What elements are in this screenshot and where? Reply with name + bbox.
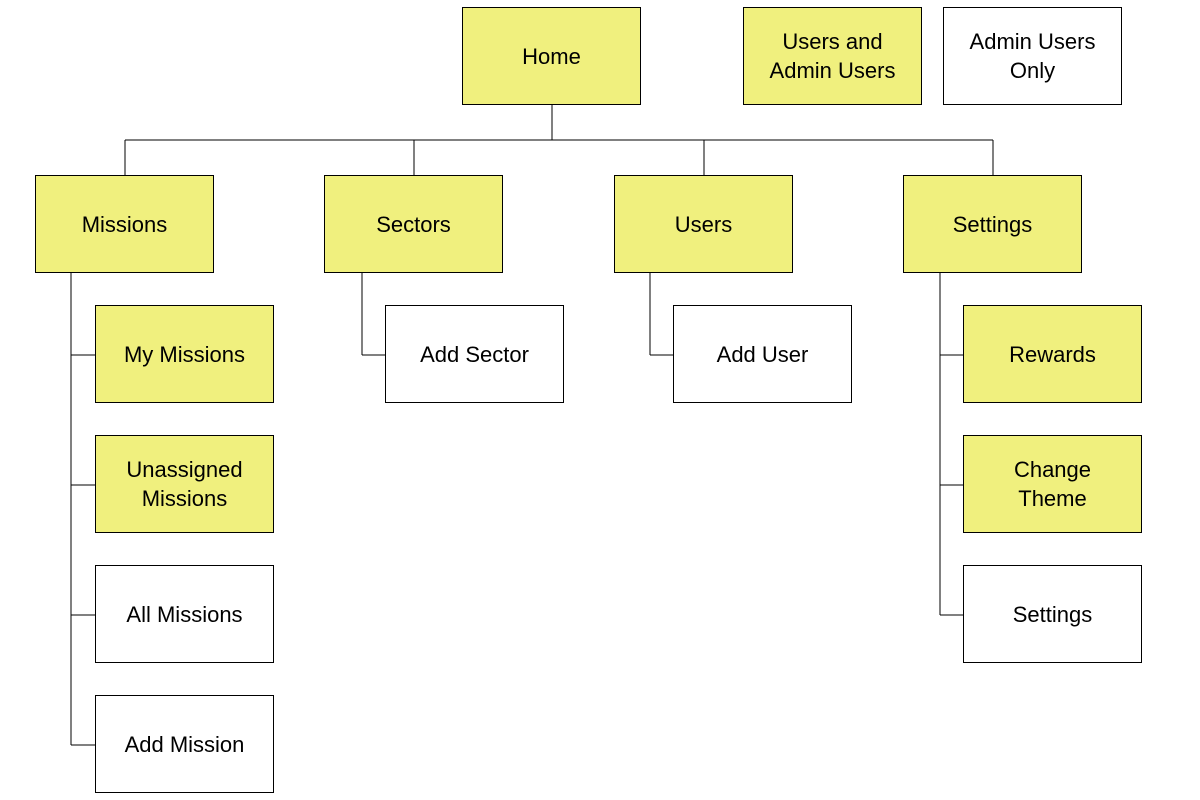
node-settings: Settings: [903, 175, 1082, 273]
node-users: Users: [614, 175, 793, 273]
legend-users-and-admin: Users and Admin Users: [743, 7, 922, 105]
node-settings-page: Settings: [963, 565, 1142, 663]
node-add-sector: Add Sector: [385, 305, 564, 403]
node-sectors: Sectors: [324, 175, 503, 273]
node-missions: Missions: [35, 175, 214, 273]
node-rewards: Rewards: [963, 305, 1142, 403]
node-unassigned-missions: Unassigned Missions: [95, 435, 274, 533]
node-add-mission: Add Mission: [95, 695, 274, 793]
legend-admin-only: Admin Users Only: [943, 7, 1122, 105]
node-change-theme: Change Theme: [963, 435, 1142, 533]
node-all-missions: All Missions: [95, 565, 274, 663]
node-add-user: Add User: [673, 305, 852, 403]
node-home: Home: [462, 7, 641, 105]
node-my-missions: My Missions: [95, 305, 274, 403]
